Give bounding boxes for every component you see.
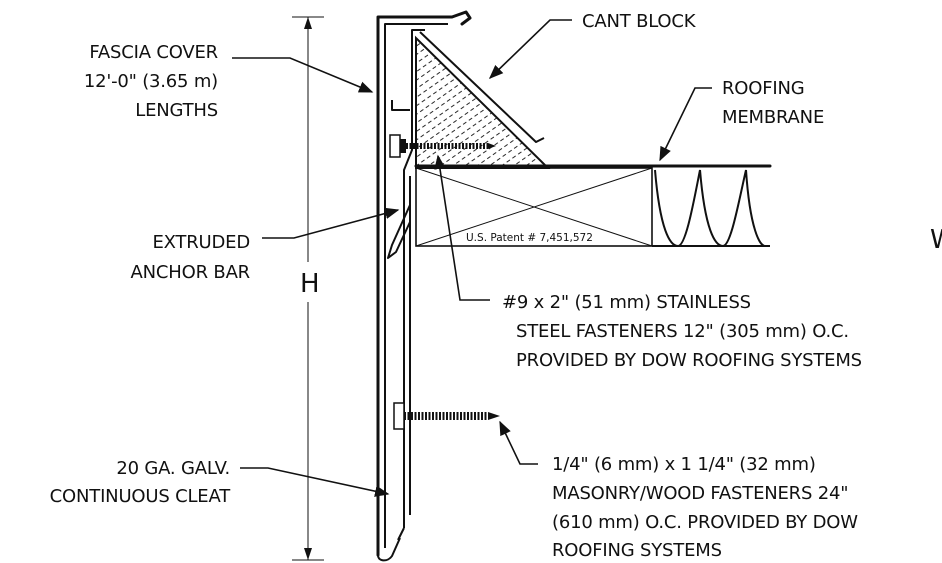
height-label: H xyxy=(300,269,320,299)
svg-text:#9 x 2" (51 mm) STAINLESS: #9 x 2" (51 mm) STAINLESS xyxy=(502,292,751,313)
svg-text:(610 mm) O.C. PROVIDED BY DOW: (610 mm) O.C. PROVIDED BY DOW xyxy=(552,512,858,533)
roof-insulation xyxy=(414,164,772,247)
svg-text:CANT BLOCK: CANT BLOCK xyxy=(582,11,697,32)
svg-text:LENGTHS: LENGTHS xyxy=(135,100,218,121)
label-fascia-cover: FASCIA COVER 12'-0" (3.65 m) LENGTHS xyxy=(84,42,218,121)
svg-text:CONTINUOUS CLEAT: CONTINUOUS CLEAT xyxy=(50,486,232,507)
label-cant-block: CANT BLOCK xyxy=(582,11,697,32)
height-dimension xyxy=(292,16,324,561)
patent-label: U.S. Patent # 7,451,572 xyxy=(466,232,593,244)
svg-text:STEEL FASTENERS 12" (305 mm) O: STEEL FASTENERS 12" (305 mm) O.C. xyxy=(516,321,849,342)
masonry-fastener xyxy=(393,402,500,430)
label-roofing-membrane: ROOFING MEMBRANE xyxy=(722,78,824,128)
label-masonry-fasteners: 1/4" (6 mm) x 1 1/4" (32 mm) MASONRY/WOO… xyxy=(552,454,858,561)
svg-text:1/4" (6 mm) x 1 1/4" (32 mm): 1/4" (6 mm) x 1 1/4" (32 mm) xyxy=(552,454,816,475)
svg-text:MEMBRANE: MEMBRANE xyxy=(722,107,824,128)
cleat-metal xyxy=(387,29,425,541)
fascia-cover-metal xyxy=(376,10,472,562)
leader-lines xyxy=(232,19,712,497)
svg-text:20 GA. GALV.: 20 GA. GALV. xyxy=(116,458,230,479)
svg-text:ROOFING: ROOFING xyxy=(722,78,805,99)
svg-text:ROOFING SYSTEMS: ROOFING SYSTEMS xyxy=(552,540,722,561)
label-cleat: 20 GA. GALV. CONTINUOUS CLEAT xyxy=(50,458,232,507)
svg-text:FASCIA COVER: FASCIA COVER xyxy=(89,42,218,63)
svg-text:MASONRY/WOOD FASTENERS 24": MASONRY/WOOD FASTENERS 24" xyxy=(552,483,848,504)
stainless-fastener xyxy=(389,134,496,158)
svg-text:12'-0" (3.65 m): 12'-0" (3.65 m) xyxy=(84,71,218,92)
svg-text:ANCHOR BAR: ANCHOR BAR xyxy=(131,262,250,283)
label-anchor-bar: EXTRUDED ANCHOR BAR xyxy=(131,232,251,283)
edge-letter: W xyxy=(930,225,942,255)
svg-text:EXTRUDED: EXTRUDED xyxy=(152,232,250,253)
svg-text:PROVIDED BY DOW ROOFING SYSTEM: PROVIDED BY DOW ROOFING SYSTEMS xyxy=(516,350,862,371)
label-stainless-fasteners: #9 x 2" (51 mm) STAINLESS STEEL FASTENER… xyxy=(502,292,862,371)
